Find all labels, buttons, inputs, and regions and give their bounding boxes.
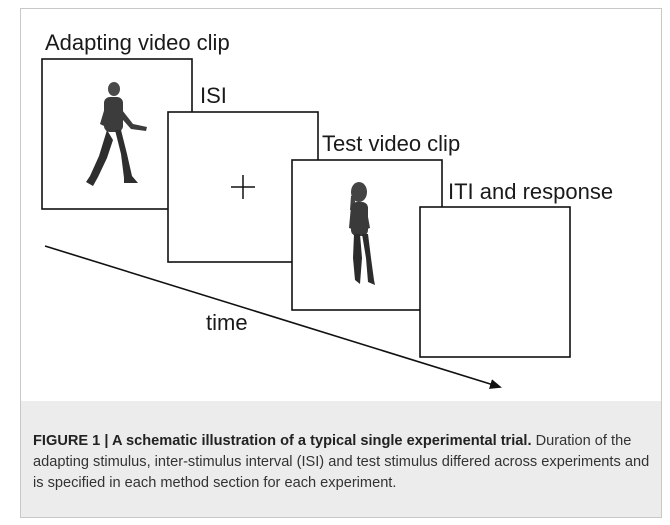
caption-area: FIGURE 1 | A schematic illustration of a… bbox=[21, 401, 661, 517]
time-axis-label: time bbox=[206, 310, 248, 335]
iti-response-frame bbox=[419, 206, 571, 358]
caption-text: Duration of the adapting stimulus, inter… bbox=[33, 433, 650, 491]
test-clip-label: Test video clip bbox=[322, 131, 460, 156]
caption-label: FIGURE 1 | A schematic illustration of a… bbox=[33, 433, 532, 449]
adapting-clip-label: Adapting video clip bbox=[45, 30, 230, 55]
fixation-cross-icon bbox=[231, 175, 255, 199]
time-arrow bbox=[44, 245, 502, 389]
walking-man-figure bbox=[86, 82, 147, 186]
isi-label: ISI bbox=[200, 83, 227, 108]
iti-response-label: ITI and response bbox=[448, 179, 613, 204]
standing-woman-figure bbox=[349, 182, 375, 285]
figure-caption: FIGURE 1 | A schematic illustration of a… bbox=[33, 431, 653, 494]
